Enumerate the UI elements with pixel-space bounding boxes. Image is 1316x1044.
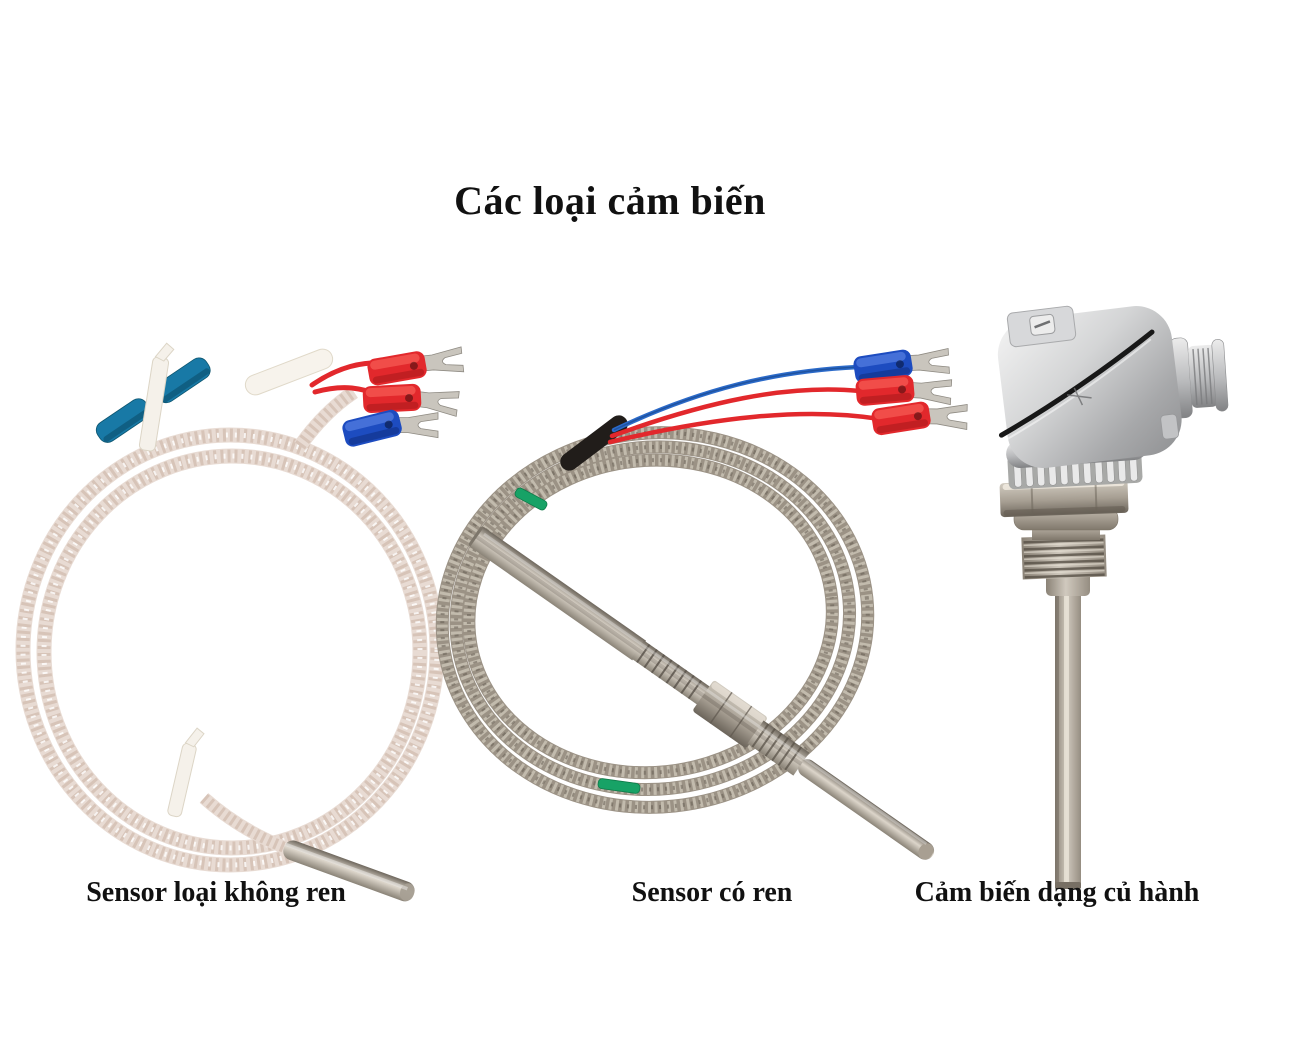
green-band-1	[514, 487, 548, 511]
probe-tube	[283, 840, 415, 902]
connection-head	[997, 305, 1182, 469]
label-sensor-no-thread: Sensor loại không ren	[86, 877, 346, 908]
label-sensor-threaded: Sensor có ren	[631, 877, 793, 908]
black-shrink-sleeve	[560, 415, 628, 471]
cable-tie-bottom	[167, 727, 205, 818]
hex-nut	[693, 680, 767, 748]
sensor-no-thread-image	[15, 342, 465, 902]
cap-bracket	[1006, 305, 1077, 348]
label-sensor-onion-head: Cảm biến dạng củ hành	[914, 877, 1200, 908]
sensor-threaded-image	[435, 347, 968, 860]
cap-seam	[998, 329, 1155, 438]
probe-stem	[1055, 592, 1081, 889]
cable-coil	[15, 427, 445, 873]
process-thread	[1021, 534, 1107, 580]
head-tab	[1160, 413, 1180, 440]
scratch-marks	[1066, 387, 1092, 406]
lead-wires	[607, 364, 883, 445]
sensor-onion-head-image	[997, 305, 1229, 889]
page-title: Các loại cảm biến	[454, 178, 766, 223]
cable-tail-to-probe	[199, 793, 289, 855]
white-wire-sleeve	[244, 348, 334, 396]
green-band-2	[597, 778, 641, 794]
steel-cable-coil	[435, 426, 875, 814]
threaded-probe	[468, 526, 935, 860]
cable-tail-to-terminals	[294, 386, 358, 451]
cable-tie-top	[138, 342, 175, 452]
